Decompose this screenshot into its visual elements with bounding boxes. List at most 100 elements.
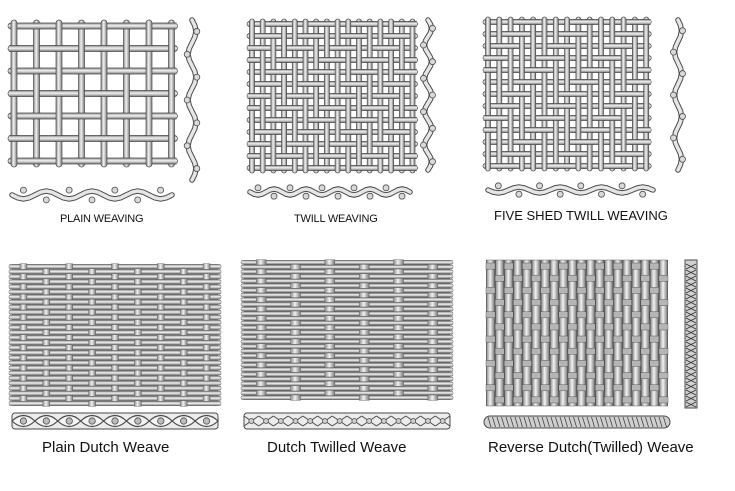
- dtwill-warp-segment: [427, 348, 439, 354]
- five-crossing: [585, 127, 595, 133]
- twill-bottom-profile-dot: [334, 192, 342, 200]
- dtwill-warp-segment: [255, 352, 267, 359]
- pdutch-warp-segment: [19, 395, 28, 402]
- plain-side-profile-dot: [183, 50, 191, 58]
- rdutch-weft-knuckle: [485, 360, 496, 367]
- twill-crossing: [247, 45, 257, 51]
- twill-crossing: [258, 93, 268, 99]
- dtwill-warp-segment: [393, 278, 404, 284]
- pdutch-warp-segment: [202, 314, 211, 321]
- pdutch-warp-segment: [134, 329, 142, 336]
- dtwill-warp-segment: [393, 343, 404, 350]
- rdutch-weft-knuckle: [494, 299, 505, 306]
- dtwill-profile-dot: [395, 418, 402, 424]
- twill-bottom-profile-dot: [270, 192, 278, 200]
- twill-side-profile-dot: [429, 24, 436, 32]
- rdutch-weft-knuckle: [604, 372, 614, 379]
- rdutch-profile-hatch: [519, 416, 523, 428]
- rdutch-weft-knuckle: [522, 360, 532, 367]
- five-side-profile-dot: [670, 134, 677, 142]
- rdutch-weft-knuckle: [649, 360, 660, 367]
- twill-crossing: [408, 117, 417, 123]
- five-bottom-profile-dot: [556, 190, 564, 198]
- twill-crossing: [258, 141, 268, 147]
- dtwill-weft-wire: [240, 330, 454, 335]
- five-bottom-profile-dot: [639, 190, 647, 198]
- five-bottom-profile-dot: [598, 190, 605, 198]
- five-crossing: [517, 139, 527, 145]
- rdutch-weft-knuckle: [594, 360, 605, 367]
- rdutch-profile-hatch: [523, 416, 528, 428]
- pdutch-warp-segment: [19, 314, 28, 321]
- rdutch-warp-wire: [559, 259, 568, 407]
- plain-crossing: [144, 90, 154, 97]
- pdutch-warp-segment: [202, 334, 211, 341]
- pdutch-warp-segment: [88, 390, 96, 397]
- five-crossing: [528, 79, 538, 85]
- rdutch-profile-hatch: [537, 416, 541, 428]
- rdutch-warp-wire: [577, 259, 586, 407]
- rdutch-weft-knuckle: [576, 384, 587, 392]
- twill-weft-wire: [246, 69, 418, 75]
- twill-crossing: [301, 93, 310, 99]
- dtwill-warp-segment: [427, 301, 439, 308]
- dtwill-warp-segment: [393, 315, 404, 322]
- pdutch-warp-segment: [19, 344, 28, 351]
- rdutch-weft-knuckle: [622, 347, 632, 355]
- plain-weft-wire: [7, 157, 178, 165]
- five-crossing: [619, 163, 629, 169]
- dtwill-profile-dot: [351, 418, 358, 424]
- dtwill-warp-segment: [324, 306, 336, 312]
- plain-weave-diagram: [7, 17, 201, 204]
- pdutch-warp-segment: [111, 273, 119, 280]
- pdutch-profile-dot: [42, 417, 50, 425]
- twill-weaving-caption: TWILL WEAVING: [294, 213, 378, 225]
- twill-crossing: [290, 93, 300, 99]
- pdutch-warp-segment: [65, 375, 73, 382]
- five-crossing: [641, 139, 651, 145]
- dtwill-warp-segment: [255, 334, 267, 340]
- twill-crossing: [279, 117, 289, 123]
- five-crossing: [573, 79, 583, 85]
- twill-crossing: [343, 45, 353, 51]
- five-warp-wire: [552, 16, 559, 172]
- twill-warp-wire: [270, 18, 277, 174]
- dtwill-warp-segment: [324, 259, 336, 266]
- dtwill-warp-segment: [290, 310, 301, 317]
- plain-bottom-profile-dot: [157, 186, 164, 194]
- dtwill-warp-segment: [393, 306, 404, 312]
- rdutch-profile-hatch: [496, 416, 501, 428]
- twill-crossing: [311, 81, 321, 87]
- dtwill-warp-segment: [427, 310, 439, 317]
- dtwill-warp-segment: [427, 385, 439, 392]
- twill-crossing: [322, 57, 332, 63]
- rdutch-side-cross: [685, 311, 697, 318]
- rdutch-weft-knuckle: [494, 274, 505, 282]
- dtwill-warp-segment: [255, 324, 267, 331]
- dtwill-warp-segment: [358, 310, 370, 317]
- dtwill-warp-segment: [255, 315, 267, 322]
- twill-crossing: [268, 129, 278, 135]
- plain-crossing: [144, 45, 154, 52]
- rdutch-weft-knuckle: [522, 335, 532, 343]
- rdutch-weft-knuckle: [531, 299, 541, 306]
- five-crossing: [483, 115, 493, 121]
- rdutch-side-cross: [685, 275, 697, 282]
- pdutch-warp-segment: [134, 400, 142, 407]
- rdutch-profile-hatch: [663, 416, 667, 428]
- dtwill-warp-segment: [358, 329, 370, 336]
- twill-crossing: [375, 93, 385, 99]
- five-crossing: [528, 67, 538, 73]
- twill-weft-wire: [246, 117, 418, 123]
- dtwill-warp-segment: [393, 296, 404, 303]
- rdutch-weft-knuckle: [640, 323, 650, 331]
- twill-crossing: [247, 105, 257, 111]
- twill-crossing: [386, 141, 396, 147]
- rdutch-weft-knuckle: [504, 287, 514, 294]
- dtwill-weft-wire: [240, 302, 454, 307]
- rdutch-weft-knuckle: [504, 311, 514, 319]
- plain-crossing: [9, 45, 19, 52]
- rdutch-profile-hatch: [564, 416, 568, 428]
- pdutch-warp-segment: [42, 339, 51, 346]
- pdutch-warp-segment: [88, 349, 96, 356]
